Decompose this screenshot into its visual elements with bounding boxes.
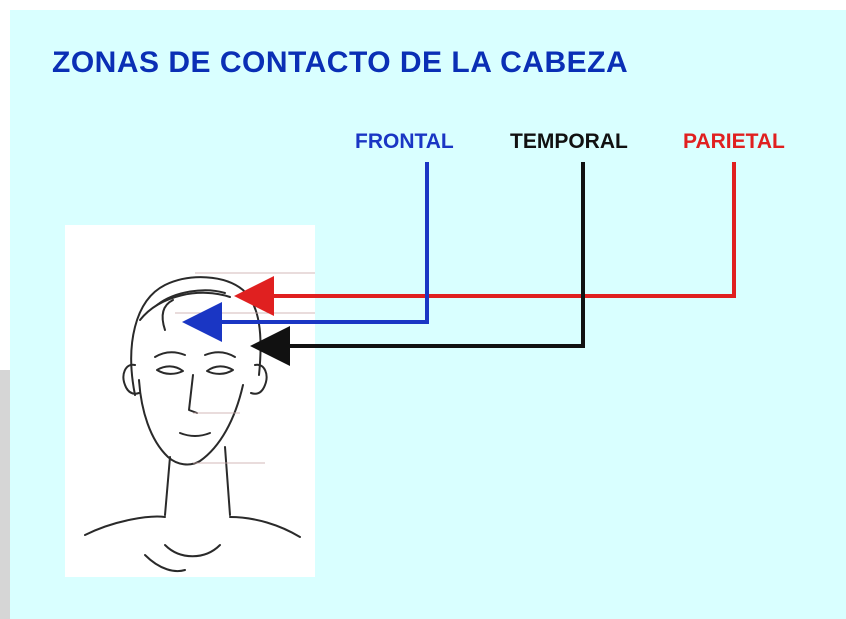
- frontal-label: FRONTAL: [355, 130, 454, 153]
- left-gray-strip: [0, 370, 10, 619]
- parietal-label: PARIETAL: [683, 130, 785, 153]
- head-sketch-icon: [84, 272, 315, 573]
- head-illustration-panel: [65, 225, 315, 577]
- slide-title: ZONAS DE CONTACTO DE LA CABEZA: [52, 46, 629, 79]
- temporal-label: TEMPORAL: [510, 130, 628, 153]
